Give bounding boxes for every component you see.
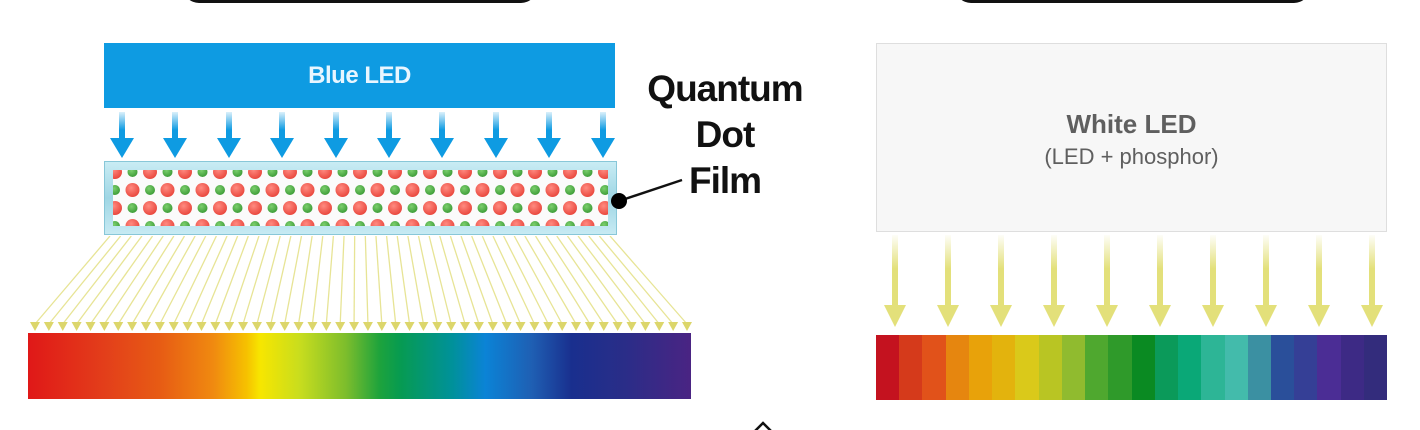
spectrum-band [1294,335,1318,400]
down-arrow-icon [537,112,562,158]
spectrum-band [1224,335,1248,400]
spectrum-band [1085,335,1109,400]
spectrum-band [1363,335,1388,400]
spectrum-band [992,335,1016,400]
spectrum-band [1270,335,1295,400]
down-arrow-icon [1308,235,1330,327]
quantum-dot-film-label: Quantum Dot Film [640,66,810,204]
spectrum-band [899,335,923,400]
yellow-arrows [876,235,1387,330]
spectrum-band [1154,335,1179,400]
spectrum-band [1061,335,1086,400]
down-arrow-icon [1043,235,1065,327]
right-title-bar [955,0,1310,3]
label-line-1: Quantum [647,68,803,109]
down-arrow-icon [590,112,615,158]
spectrum-band [968,335,993,400]
down-arrow-icon [1096,235,1118,327]
spectrum-band [1201,335,1225,400]
down-arrow-icon [270,112,295,158]
blue-led-block: Blue LED [104,43,615,108]
blue-led-label: Blue LED [308,61,411,89]
caret-up-icon[interactable] [752,420,774,430]
discrete-spectrum-bar [876,335,1388,400]
blue-arrows [104,112,615,160]
spectrum-band [1108,335,1132,400]
spectrum-band [1340,335,1364,400]
spectrum-band [1317,335,1341,400]
down-arrow-icon [377,112,401,158]
down-arrow-icon [110,112,134,158]
white-led-block: White LED (LED + phosphor) [876,43,1387,232]
white-led-label: White LED [1066,109,1197,139]
label-line-2: Dot [695,114,756,155]
down-arrow-icon [483,112,508,158]
left-title-bar [183,0,537,3]
down-arrow-icon [1202,235,1224,327]
down-arrow-icon [163,112,188,158]
down-arrow-icon [216,112,241,158]
spectrum-band [1038,335,1062,400]
down-arrow-icon [430,112,455,158]
spectrum-band [922,335,946,400]
spectrum-band [1015,335,1039,400]
label-line-3: Film [688,160,762,201]
quantum-dot-grid [113,170,608,226]
spectrum-band [945,335,969,400]
down-arrow-icon [884,235,906,327]
white-led-sublabel: (LED + phosphor) [1044,144,1219,169]
spectrum-band [1131,335,1155,400]
down-arrow-icon [1149,235,1171,327]
quantum-dots-icon [113,170,608,226]
converted-light-rays [30,236,692,331]
down-arrow-icon [323,112,348,158]
spectrum-band [876,335,900,400]
spectrum-band [1247,335,1271,400]
down-arrow-icon [1361,235,1383,327]
down-arrow-icon [1255,235,1277,327]
down-arrow-icon [937,235,959,327]
down-arrow-icon [990,235,1012,327]
spectrum-band [1178,335,1202,400]
quantum-dot-film [104,161,617,235]
continuous-spectrum-bar [28,333,691,399]
